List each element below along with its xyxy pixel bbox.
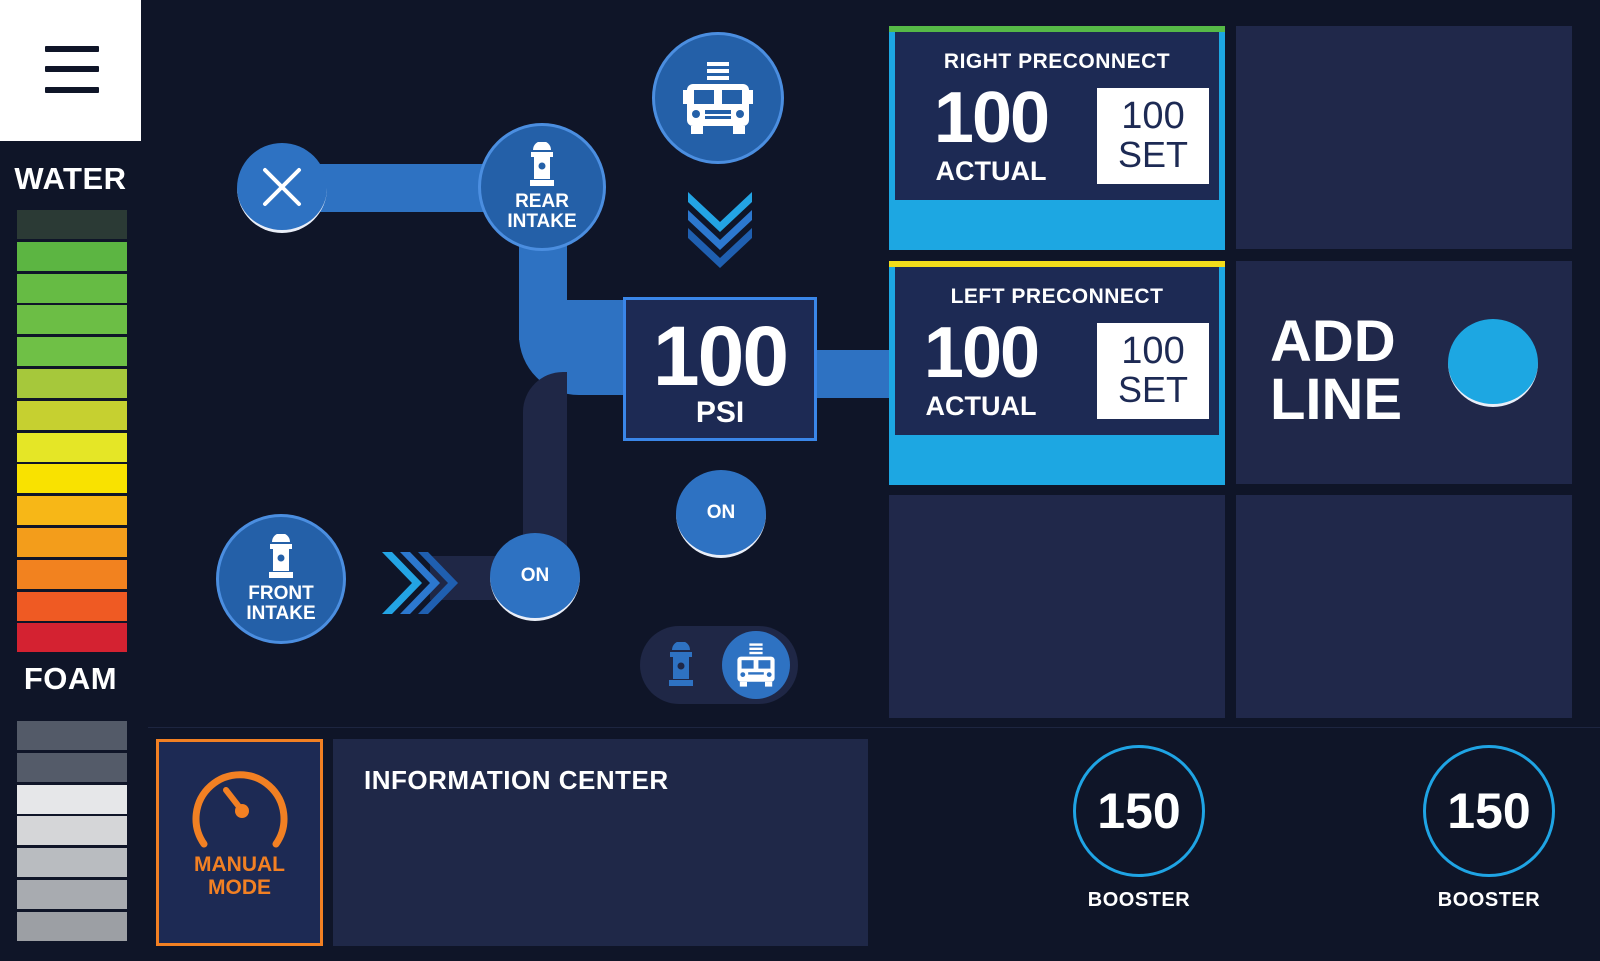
water-level-segment [17,528,127,557]
left-preconnect-actual: 100 [923,313,1040,393]
right-preconnect-card[interactable]: RIGHT PRECONNECT 100 ACTUAL 100 SET [889,26,1225,250]
water-level-segment [17,591,127,621]
foam-level-segment [17,752,127,782]
water-level-segment [17,432,127,462]
water-level-segment [17,305,127,335]
left-preconnect-set-value: 100 [1121,330,1185,372]
close-intake-button[interactable] [237,143,327,233]
rear-intake-label-line1: REAR [515,191,569,212]
water-level-segment [17,210,127,239]
left-preconnect-set-label: SET [1117,369,1188,410]
pump-pressure-value: 100 [652,309,789,403]
left-preconnect-accent [889,261,1225,267]
foam-level-segment [17,816,127,846]
foam-level-segment [17,880,127,909]
fire-truck-icon [683,62,753,134]
water-level-segment [17,241,127,271]
water-title: WATER [14,161,127,196]
right-preconnect-set-value: 100 [1121,95,1185,137]
hydrant-icon [269,534,293,578]
empty-discharge-slot[interactable] [1236,495,1572,718]
chevron-down-icon [688,192,752,268]
right-preconnect-actual: 100 [933,78,1050,158]
add-line-label-line1: ADD [1270,309,1396,374]
left-preconnect-title: LEFT PRECONNECT [950,285,1164,308]
rear-intake-label-line2: INTAKE [507,211,577,232]
close-icon [263,167,301,206]
add-line-button[interactable]: ADD LINE [1236,261,1572,484]
right-preconnect-set-label: SET [1117,134,1188,175]
rear-intake-button[interactable]: REAR INTAKE [478,123,606,251]
water-level-segment [17,496,127,526]
add-line-indicator [1448,319,1538,407]
right-preconnect-setpoint[interactable]: 100 SET [1097,88,1209,184]
foam-level-segment [17,784,127,814]
left-preconnect-card[interactable]: LEFT PRECONNECT 100 ACTUAL 100 SET [889,261,1225,485]
information-center-panel: INFORMATION CENTER [333,739,868,946]
booster-left-label: BOOSTER [1087,889,1191,911]
water-level-segment [17,369,127,398]
booster-left-value[interactable]: 150 [1073,745,1205,877]
speedometer-icon [192,771,287,848]
front-intake-button[interactable]: FRONT INTAKE [216,514,346,644]
front-intake-label-line2: INTAKE [246,603,316,624]
front-intake-label-line1: FRONT [248,583,314,604]
water-level-segment [17,623,127,653]
left-preconnect-actual-label: ACTUAL [925,391,1037,421]
water-level-segment [17,400,127,430]
manual-mode-button[interactable]: MANUAL MODE [156,739,323,946]
right-preconnect-actual-label: ACTUAL [935,156,1047,186]
pump-truck-button[interactable] [652,32,784,164]
water-source-toggle[interactable] [640,626,798,704]
water-level-segment [17,464,127,494]
empty-discharge-slot[interactable] [1236,26,1572,249]
foam-level-segment [17,911,127,941]
water-level-segment [17,337,127,367]
empty-discharge-slot[interactable] [889,495,1225,718]
manual-mode-label-line2: MODE [208,876,271,899]
tank-source-option[interactable] [722,631,790,699]
pump-on-toggle[interactable]: ON [676,470,766,558]
right-preconnect-title: RIGHT PRECONNECT [943,50,1171,73]
pipe-elbow [519,300,629,395]
foam-level-segment [17,721,127,750]
right-preconnect-accent [889,26,1225,32]
pump-pressure-display: 100 PSI [623,297,817,441]
front-intake-on-toggle[interactable]: ON [490,533,580,621]
chevron-right-icon [382,552,458,614]
foam-title: FOAM [23,661,118,696]
hydrant-icon [669,642,693,686]
foam-level-segment [17,848,127,878]
manual-mode-label-line1: MANUAL [194,853,285,876]
water-level-segment [17,273,127,303]
left-preconnect-setpoint[interactable]: 100 SET [1097,323,1209,419]
booster-right-label: BOOSTER [1437,889,1541,911]
fire-truck-icon [737,643,775,687]
booster-right-value[interactable]: 150 [1423,745,1555,877]
hydrant-icon [530,142,554,186]
add-line-label-line2: LINE [1270,367,1403,432]
water-level-segment [17,559,127,589]
discharge-pipe [817,350,897,398]
tank-level-sidebar: WATER FOAM [0,141,141,960]
information-center-title: INFORMATION CENTER [364,765,669,795]
menu-button[interactable] [0,0,141,141]
pump-pressure-unit: PSI [695,396,745,429]
